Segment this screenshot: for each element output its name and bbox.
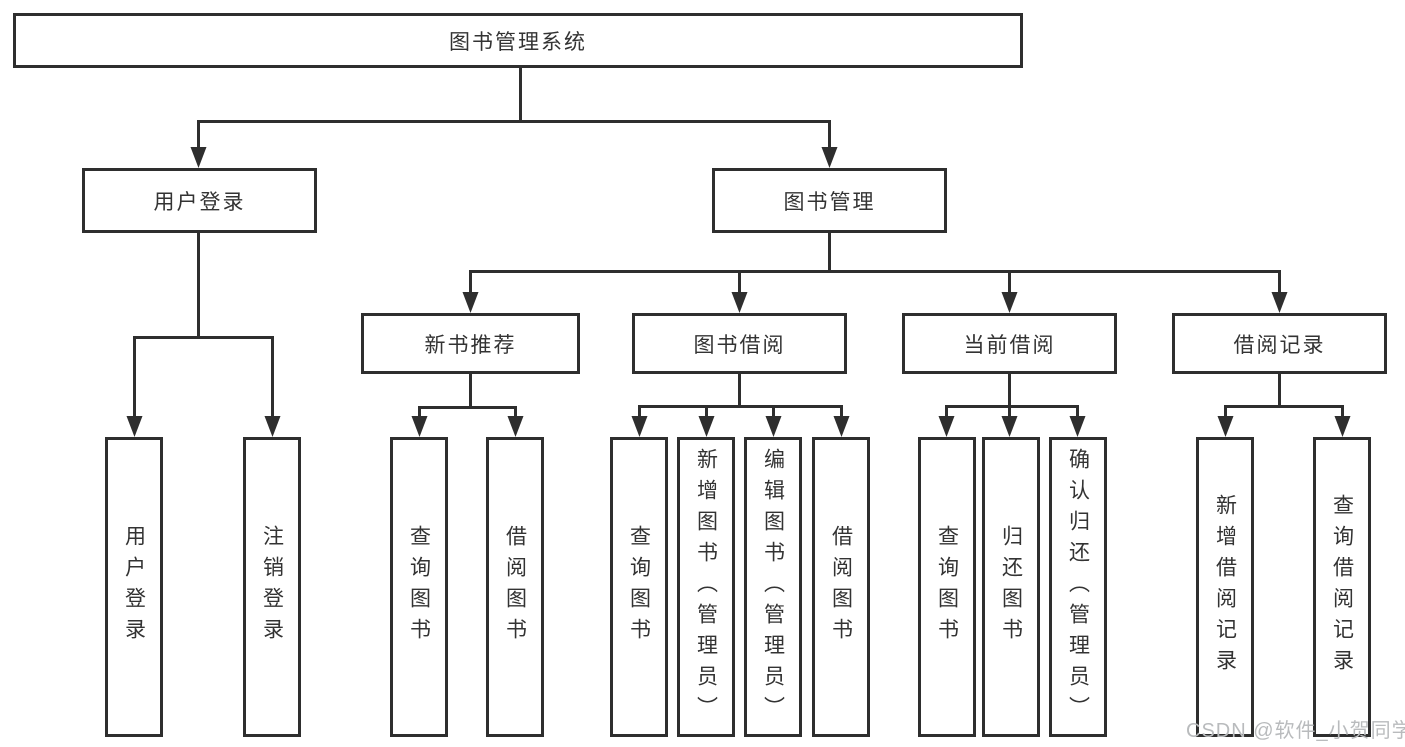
- edge-borrowing-records-to-leaves: [1217, 374, 1351, 437]
- node-book-management: 图书管理: [712, 168, 947, 233]
- leaf-query-books-3: 查询图书: [918, 437, 976, 737]
- arrowhead: [821, 147, 838, 168]
- leaf-label: 查询图书: [407, 525, 431, 649]
- leaf-add-book-admin: 新增图书（管理员）: [677, 437, 735, 737]
- leaf-borrow-books: 借阅图书: [486, 437, 544, 737]
- arrowhead: [264, 416, 281, 437]
- leaf-label: 编辑图书（管理员）: [761, 447, 785, 727]
- arrowhead: [1334, 416, 1351, 437]
- edge-book-borrowing-to-leaves: [631, 374, 850, 437]
- arrowhead: [190, 147, 207, 168]
- node-current-borrowing: 当前借阅: [902, 313, 1117, 374]
- node-label: 借阅记录: [1233, 333, 1326, 357]
- arrowhead: [411, 416, 428, 437]
- arrowhead: [1217, 416, 1234, 437]
- arrowhead: [1001, 416, 1018, 437]
- arrowhead: [126, 416, 143, 437]
- leaf-label: 用户登录: [122, 525, 146, 649]
- leaf-user-login: 用户登录: [105, 437, 163, 737]
- edge-current-borrowing-to-leaves: [938, 374, 1086, 437]
- node-user-login: 用户登录: [82, 168, 317, 233]
- arrowhead: [938, 416, 955, 437]
- leaf-label: 归还图书: [999, 525, 1023, 649]
- leaf-label: 新增借阅记录: [1213, 494, 1237, 680]
- leaf-query-books-2: 查询图书: [610, 437, 668, 737]
- leaf-query-borrow-record: 查询借阅记录: [1313, 437, 1371, 737]
- edge-root-to-level2: [190, 68, 838, 168]
- arrowhead: [1069, 416, 1086, 437]
- edge-book-management-to-level3: [462, 233, 1288, 313]
- leaf-add-borrow-record: 新增借阅记录: [1196, 437, 1254, 737]
- arrowhead: [698, 416, 715, 437]
- leaf-label: 查询图书: [627, 525, 651, 649]
- leaf-label: 查询借阅记录: [1330, 494, 1354, 680]
- node-label: 图书管理系统: [449, 30, 587, 54]
- leaf-label: 确认归还（管理员）: [1066, 447, 1090, 727]
- edge-new-book-recommendation-to-leaves: [411, 374, 524, 437]
- node-new-book-recommendation: 新书推荐: [361, 313, 580, 374]
- node-label: 新书推荐: [424, 333, 517, 357]
- arrowhead: [731, 292, 748, 313]
- node-borrowing-records: 借阅记录: [1172, 313, 1387, 374]
- arrowhead: [765, 416, 782, 437]
- arrowhead: [462, 292, 479, 313]
- leaf-borrow-books-2: 借阅图书: [812, 437, 870, 737]
- leaf-confirm-return-admin: 确认归还（管理员）: [1049, 437, 1107, 737]
- node-label: 当前借阅: [963, 333, 1056, 357]
- leaf-label: 查询图书: [935, 525, 959, 649]
- arrowhead: [631, 416, 648, 437]
- node-book-borrowing: 图书借阅: [632, 313, 847, 374]
- arrowhead: [1001, 292, 1018, 313]
- node-label: 图书借阅: [693, 333, 786, 357]
- leaf-logout: 注销登录: [243, 437, 301, 737]
- node-label: 用户登录: [153, 190, 246, 214]
- leaf-return-books: 归还图书: [982, 437, 1040, 737]
- leaf-label: 借阅图书: [503, 525, 527, 649]
- arrowhead: [1271, 292, 1288, 313]
- leaf-label: 注销登录: [260, 525, 284, 649]
- edge-user-login-to-leaves: [126, 233, 281, 437]
- node-label: 图书管理: [783, 190, 876, 214]
- arrowhead: [833, 416, 850, 437]
- csdn-watermark: CSDN @软件_小贺同学: [1186, 720, 1405, 742]
- leaf-label: 借阅图书: [829, 525, 853, 649]
- leaf-edit-book-admin: 编辑图书（管理员）: [744, 437, 802, 737]
- leaf-query-books: 查询图书: [390, 437, 448, 737]
- leaf-label: 新增图书（管理员）: [694, 447, 718, 727]
- arrowhead: [507, 416, 524, 437]
- node-library-management-system: 图书管理系统: [13, 13, 1023, 68]
